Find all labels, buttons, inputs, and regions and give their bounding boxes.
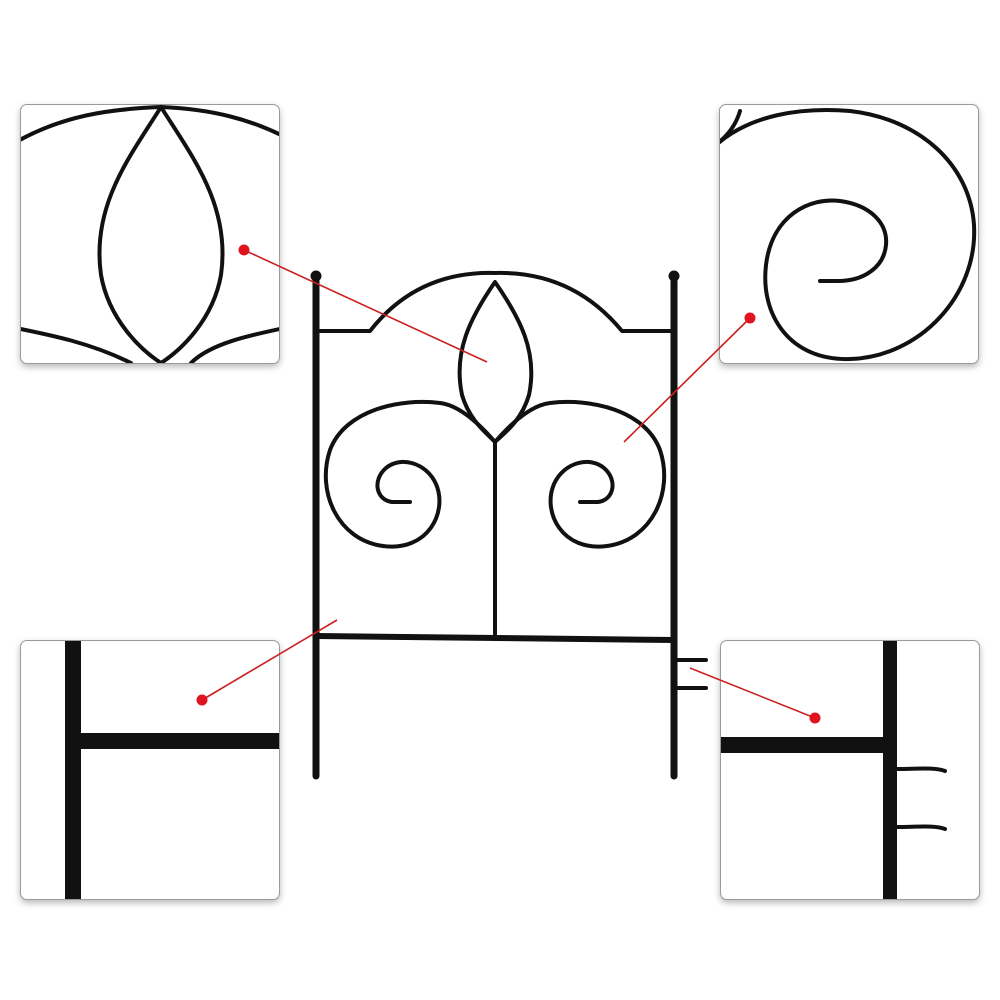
stake-detail-panel bbox=[720, 640, 980, 900]
bottom-rail bbox=[313, 633, 677, 643]
scroll-detail-image bbox=[720, 108, 977, 362]
joint-detail-image bbox=[65, 641, 279, 899]
right-finial bbox=[668, 270, 680, 282]
left-finial bbox=[310, 270, 322, 282]
right-scroll bbox=[493, 399, 667, 549]
teardrop-detail-panel bbox=[20, 104, 280, 364]
left-scroll bbox=[323, 399, 497, 549]
joint-detail-panel bbox=[20, 640, 280, 900]
scroll-detail-panel bbox=[719, 104, 979, 364]
teardrop-detail-image bbox=[21, 105, 279, 363]
stake-detail-image bbox=[721, 641, 947, 899]
